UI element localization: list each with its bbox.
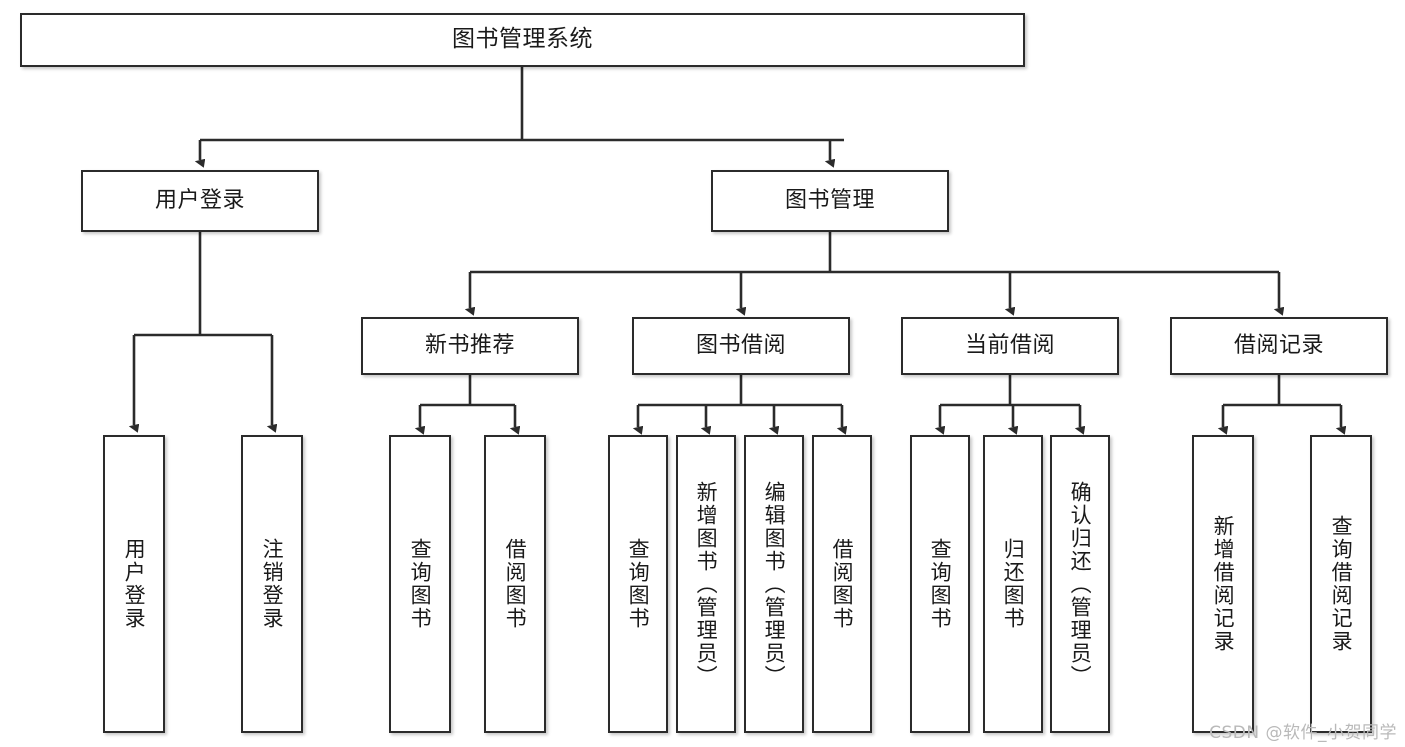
node-leaf-borrow-book-bor[interactable]: 借阅图书 [812, 435, 872, 733]
node-leaf-user-logout[interactable]: 注销登录 [241, 435, 303, 733]
node-leaf-return-book[interactable]: 归还图书 [983, 435, 1043, 733]
node-leaf-edit-book-admin[interactable]: 编辑图书（管理员） [744, 435, 804, 733]
node-leaf-query-book-cur-label: 查询图书 [928, 538, 953, 630]
node-leaf-query-book-cur[interactable]: 查询图书 [910, 435, 970, 733]
node-leaf-query-book-bor-label: 查询图书 [626, 538, 651, 630]
node-leaf-user-login[interactable]: 用户登录 [103, 435, 165, 733]
node-book-borrow-label: 图书借阅 [695, 333, 786, 359]
node-leaf-return-book-label: 归还图书 [1001, 538, 1026, 630]
node-leaf-borrow-book-bor-label: 借阅图书 [830, 538, 855, 630]
node-current-borrow[interactable]: 当前借阅 [901, 317, 1119, 375]
node-borrow-record[interactable]: 借阅记录 [1170, 317, 1388, 375]
node-user-login[interactable]: 用户登录 [81, 170, 319, 232]
node-current-borrow-label: 当前借阅 [964, 333, 1055, 359]
node-leaf-user-logout-label: 注销登录 [260, 538, 285, 630]
node-leaf-confirm-return-admin-label: 确认归还（管理员） [1068, 480, 1093, 688]
node-book-manage[interactable]: 图书管理 [711, 170, 949, 232]
node-leaf-user-login-label: 用户登录 [122, 538, 147, 630]
node-leaf-add-borrow-record-label: 新增借阅记录 [1211, 515, 1236, 653]
node-book-borrow[interactable]: 图书借阅 [632, 317, 850, 375]
node-new-book-recommend[interactable]: 新书推荐 [361, 317, 579, 375]
node-leaf-query-book-rec[interactable]: 查询图书 [389, 435, 451, 733]
node-user-login-label: 用户登录 [154, 188, 245, 214]
node-new-book-recommend-label: 新书推荐 [424, 333, 515, 359]
node-leaf-add-book-admin-label: 新增图书（管理员） [694, 480, 719, 688]
node-root[interactable]: 图书管理系统 [20, 13, 1025, 67]
node-root-label: 图书管理系统 [452, 26, 593, 53]
node-leaf-confirm-return-admin[interactable]: 确认归还（管理员） [1050, 435, 1110, 733]
node-leaf-add-borrow-record[interactable]: 新增借阅记录 [1192, 435, 1254, 733]
node-leaf-query-borrow-record-label: 查询借阅记录 [1329, 515, 1354, 653]
node-leaf-borrow-book-rec-label: 借阅图书 [503, 538, 528, 630]
node-leaf-query-book-bor[interactable]: 查询图书 [608, 435, 668, 733]
node-leaf-borrow-book-rec[interactable]: 借阅图书 [484, 435, 546, 733]
node-leaf-add-book-admin[interactable]: 新增图书（管理员） [676, 435, 736, 733]
node-book-manage-label: 图书管理 [784, 188, 875, 214]
csdn-watermark: CSDN @软件_小贺同学 [1209, 723, 1397, 743]
node-leaf-query-borrow-record[interactable]: 查询借阅记录 [1310, 435, 1372, 733]
node-borrow-record-label: 借阅记录 [1233, 333, 1324, 359]
node-leaf-query-book-rec-label: 查询图书 [408, 538, 433, 630]
node-leaf-edit-book-admin-label: 编辑图书（管理员） [762, 480, 787, 688]
